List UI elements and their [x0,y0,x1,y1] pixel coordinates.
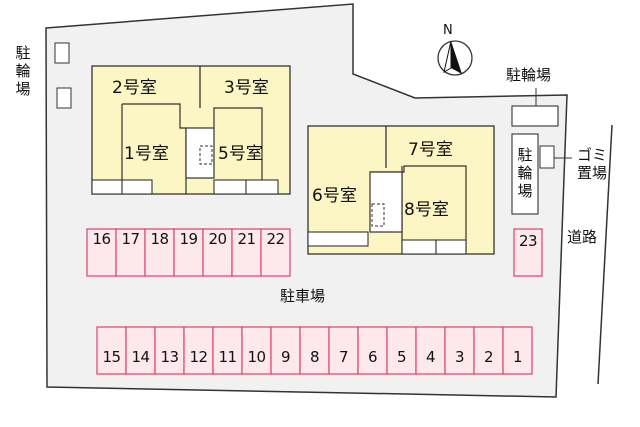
parking-slot-label: 14 [131,348,150,366]
parking-row-bottom [96,326,533,375]
room-1-label: 1号室 [124,144,169,164]
building-b [307,125,495,255]
parking-slot-label: 18 [150,230,169,248]
parking-slot-label: 1 [512,348,523,366]
parking-slot-label: 19 [179,230,198,248]
north-label: N [443,23,453,38]
parking-slot-label: 12 [189,348,208,366]
road-line [597,124,613,385]
compass-icon [437,40,473,76]
parking-slot-15 [96,326,127,375]
parking-slot-22 [260,228,291,277]
parking-slot-label: 8 [309,348,320,366]
room-2-label: 2号室 [112,78,157,98]
parking-slot-18 [144,228,175,277]
parking-slot-5 [386,326,417,375]
left-bike-box-bottom [56,87,72,109]
building-a [91,65,291,195]
parking-slot-3 [444,326,475,375]
parking-slot-label: 2 [483,348,494,366]
garbage-label: ゴミ置場 [576,146,607,182]
parking-slot-label: 11 [218,348,237,366]
room-3-label: 3号室 [224,78,269,98]
parking-slot-21 [231,228,262,277]
parking-slot-label: 6 [367,348,378,366]
parking-slot-14 [125,326,156,375]
right-bike-box-top [511,105,559,127]
parking-slot-label: 21 [237,230,256,248]
parking-row-top [86,228,291,277]
room-8-label: 8号室 [404,200,449,220]
parking-slot-label: 16 [92,230,111,248]
parking-slot-label: 17 [121,230,140,248]
room-6-label: 6号室 [312,186,357,206]
bike-parking-right-top-label: 駐輪場 [506,66,552,84]
parking-label: 駐車場 [280,287,326,305]
parking-slot-17 [115,228,146,277]
parking-slot-20 [202,228,233,277]
parking-slot-10 [241,326,272,375]
parking-slot-label: 7 [338,348,349,366]
parking-slot-label: 3 [454,348,465,366]
parking-slot-23-label: 23 [518,232,538,250]
parking-slot-label: 5 [396,348,407,366]
left-bike-box-top [54,42,70,64]
room-7-label: 7号室 [408,140,453,160]
parking-slot-label: 15 [102,348,121,366]
road-label: 道路 [567,228,598,246]
garbage-box [539,145,555,169]
parking-slot-1 [502,326,533,375]
bike-parking-left-label: 駐輪場 [15,44,31,98]
parking-slot-9 [270,326,301,375]
parking-slot-label: 4 [425,348,436,366]
parking-slot-11 [212,326,243,375]
parking-slot-label: 9 [280,348,291,366]
parking-slot-23 [513,228,543,277]
parking-slot-6 [357,326,388,375]
parking-slot-label: 22 [266,230,285,248]
parking-slot-label: 20 [208,230,227,248]
parking-slot-8 [299,326,330,375]
bike-parking-right-label: 駐輪場 [517,146,533,200]
parking-slot-label: 13 [160,348,179,366]
parking-slot-label: 10 [247,348,266,366]
parking-slot-2 [473,326,504,375]
parking-slot-19 [173,228,204,277]
right-bike-box [511,133,539,215]
room-5-label: 5号室 [218,144,263,164]
